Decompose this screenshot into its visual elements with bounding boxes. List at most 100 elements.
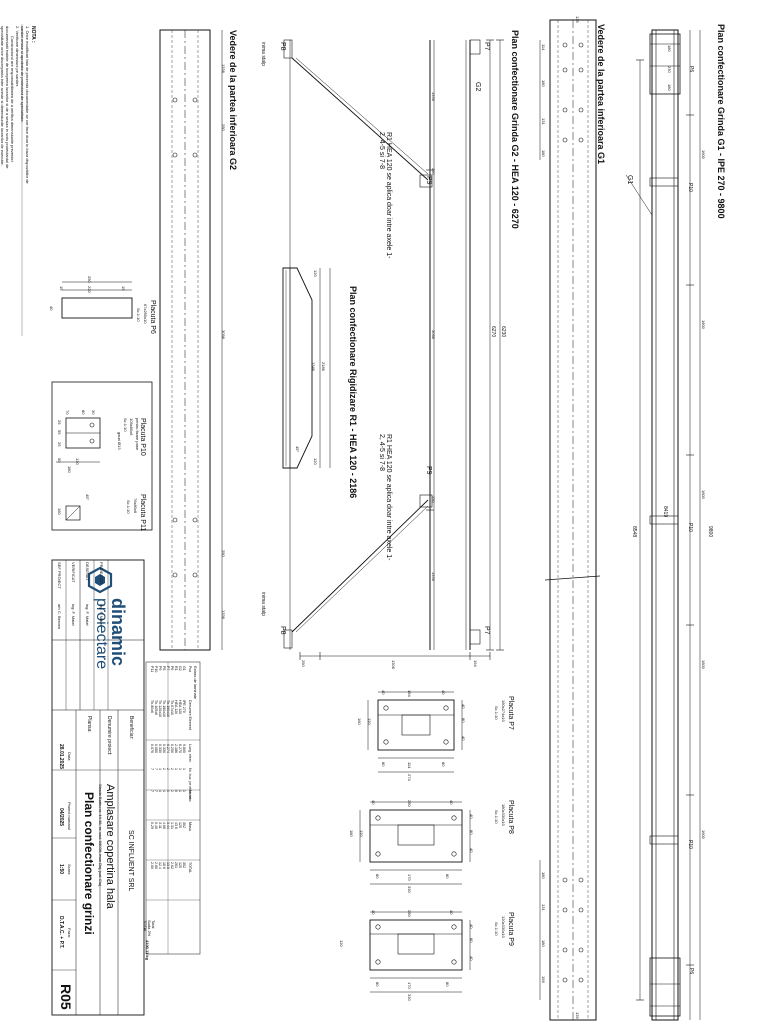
g1-bottom-dim-2: 180 [541, 80, 546, 87]
project-label: Denumire proiect: [106, 716, 112, 756]
r1-plan [282, 267, 331, 469]
bom-cell: 0.330 [158, 744, 162, 753]
p6-dim-220: 220 [87, 286, 92, 293]
notes-line-1: 1. Orice modificari fata de prezenta doc… [25, 26, 30, 184]
p10-spec2: 105x80x6 [129, 418, 134, 436]
g1-bottom-view [539, 19, 601, 1021]
g2-bottom-span-3: 1336 [221, 610, 226, 619]
p7-dim-40b: 40 [441, 690, 446, 695]
bom-header-cell: TOTAL [188, 862, 192, 874]
g2-stalp-left: inima stalp [260, 42, 266, 66]
bom-header-cell: Lung. elem. [188, 744, 192, 763]
p9-dim-80a: 80 [375, 982, 380, 987]
bom-cell: 43.6 [174, 822, 178, 829]
g2-hole-1: 250 [431, 168, 436, 175]
g2-plan [283, 39, 504, 660]
p6-name: Placuta P6 [149, 300, 156, 334]
g1-end-dim-1: 180 [667, 45, 672, 52]
p9-dim-120: 120 [339, 940, 344, 947]
bom-cell: 4 [158, 768, 162, 770]
p7-dim-40a: 40 [381, 690, 386, 695]
g1-plate-p6-right: P6 [688, 968, 694, 975]
bom-cell: 6 [174, 790, 178, 792]
scale-label: Scara [67, 864, 72, 875]
date-label: Data [67, 752, 72, 761]
bom-cell: 125 [178, 862, 182, 868]
bom-cell: P8 [162, 666, 166, 671]
bom-cell: Tb.180x10 [162, 700, 166, 717]
bom-cell: P9 [158, 666, 162, 671]
p11-dim-160: 160 [57, 508, 62, 515]
p7-dim-194: 194 [407, 690, 412, 697]
p6-spec: 67x250x10 [143, 304, 148, 324]
bom-cell: R1 [174, 666, 178, 671]
bom-cell: HEA 120 [178, 700, 182, 715]
p8-dim-40a: 40 [371, 800, 376, 805]
plate-p10-p11-box [51, 381, 153, 531]
bom-cell: 0.330 [162, 744, 166, 753]
p11-scale: Sc.1:10 [126, 500, 131, 514]
person-proiectat: ing. F. Matei [99, 604, 104, 626]
bom-cell: 261 [174, 862, 178, 868]
bom-cell: Tb.105x6 [154, 700, 158, 715]
bom-cell: 2.80 [154, 862, 158, 869]
plansa-title: Plan confectionare grinzi [82, 792, 96, 935]
bom-cell: P7 [166, 666, 170, 671]
p8-name: Placuta P8 [507, 800, 514, 834]
p9-dim-80b: 80 [445, 982, 450, 987]
p10-dim-55: 55 [57, 430, 62, 435]
p8-dim-250: 250 [407, 800, 412, 807]
bom-cell: 13.8 [166, 862, 170, 869]
g1-plan [625, 29, 701, 1021]
g2-plate-p9-top: P9 [425, 176, 432, 185]
p9-dim-330: 330 [407, 994, 412, 1001]
bom-cell: Tb.80x6 [150, 700, 154, 713]
p10-dim-70: 70 [65, 410, 70, 415]
bom-cell: P10 [154, 666, 158, 673]
p9-spec: 120x330x10 [501, 916, 506, 938]
g1-bottom-dim-3: 131 [541, 118, 546, 125]
role-verificat: VERIFICAT [71, 562, 76, 583]
g1-end-dim-2: 230 [667, 66, 672, 73]
bom-cell: Tb.120x10 [158, 700, 162, 717]
project-address: Strada Barbu nr. 44-48, nr. cad. 96036, … [98, 784, 103, 886]
p8-dim-180: 180 [349, 830, 354, 837]
plansa-label: Plansa: [86, 716, 92, 733]
p7-dim-v40a: 40 [461, 704, 466, 709]
g2-stalp-right: inima stalp [260, 592, 266, 616]
notes-line-2: santier emise si aprobate de proiectant … [20, 26, 25, 123]
p9-dim-170: 170 [407, 982, 412, 989]
phase-label: Faza: [67, 928, 72, 939]
bom-cell: P6 [170, 666, 174, 671]
bom-cell: 12.4 [158, 862, 162, 869]
p6-dim-15a: 15 [59, 286, 64, 291]
g2-plate-p8-right: P8 [279, 626, 286, 635]
bom-cell: Tb.67x10 [170, 700, 174, 715]
p10-dim-130: 130 [75, 458, 80, 465]
p7-name: Placuta P7 [507, 696, 514, 730]
r1-length: 2186 [321, 362, 326, 371]
phase-value: D.T.A.C. + P.T. [58, 916, 64, 949]
role-sef-proiect: SEF PROIECT [57, 562, 62, 589]
bom-cell: 1 [182, 790, 186, 792]
p9-dim-40b: 40 [449, 910, 454, 915]
bom-cell: 302 [182, 822, 186, 828]
bom-cell: 0.076 [150, 744, 154, 753]
title-r1-plan: Plan confectionare Rigidizare R1 - HEA 1… [348, 286, 358, 499]
p7-dim-80a: 80 [381, 762, 386, 767]
sheet-number: R05 [58, 984, 74, 1010]
bom-header-cell: Denumire Element [188, 700, 192, 730]
p7-dim-274: 274 [407, 774, 412, 781]
g1-bottom-dim-7: 180 [541, 940, 546, 947]
p11-angle: 45° [85, 494, 90, 501]
p7-dim-160: 160 [357, 718, 362, 725]
notes-line-6: specialitate orice discrepanta intre ace… [0, 26, 5, 166]
g2-bottom-span-2: 3098 [221, 330, 226, 339]
p7-dim-120: 120 [367, 718, 372, 725]
g1-plate-p6-left: P6 [688, 66, 694, 73]
bom-cell: 125 [178, 822, 182, 828]
beneficiar-label: Beneficiar: [128, 716, 134, 740]
g1-seg-1: 1600 [701, 150, 706, 159]
p9-name: Placuta P9 [507, 912, 514, 946]
bom-cell: Tb.160x10 [166, 700, 170, 717]
